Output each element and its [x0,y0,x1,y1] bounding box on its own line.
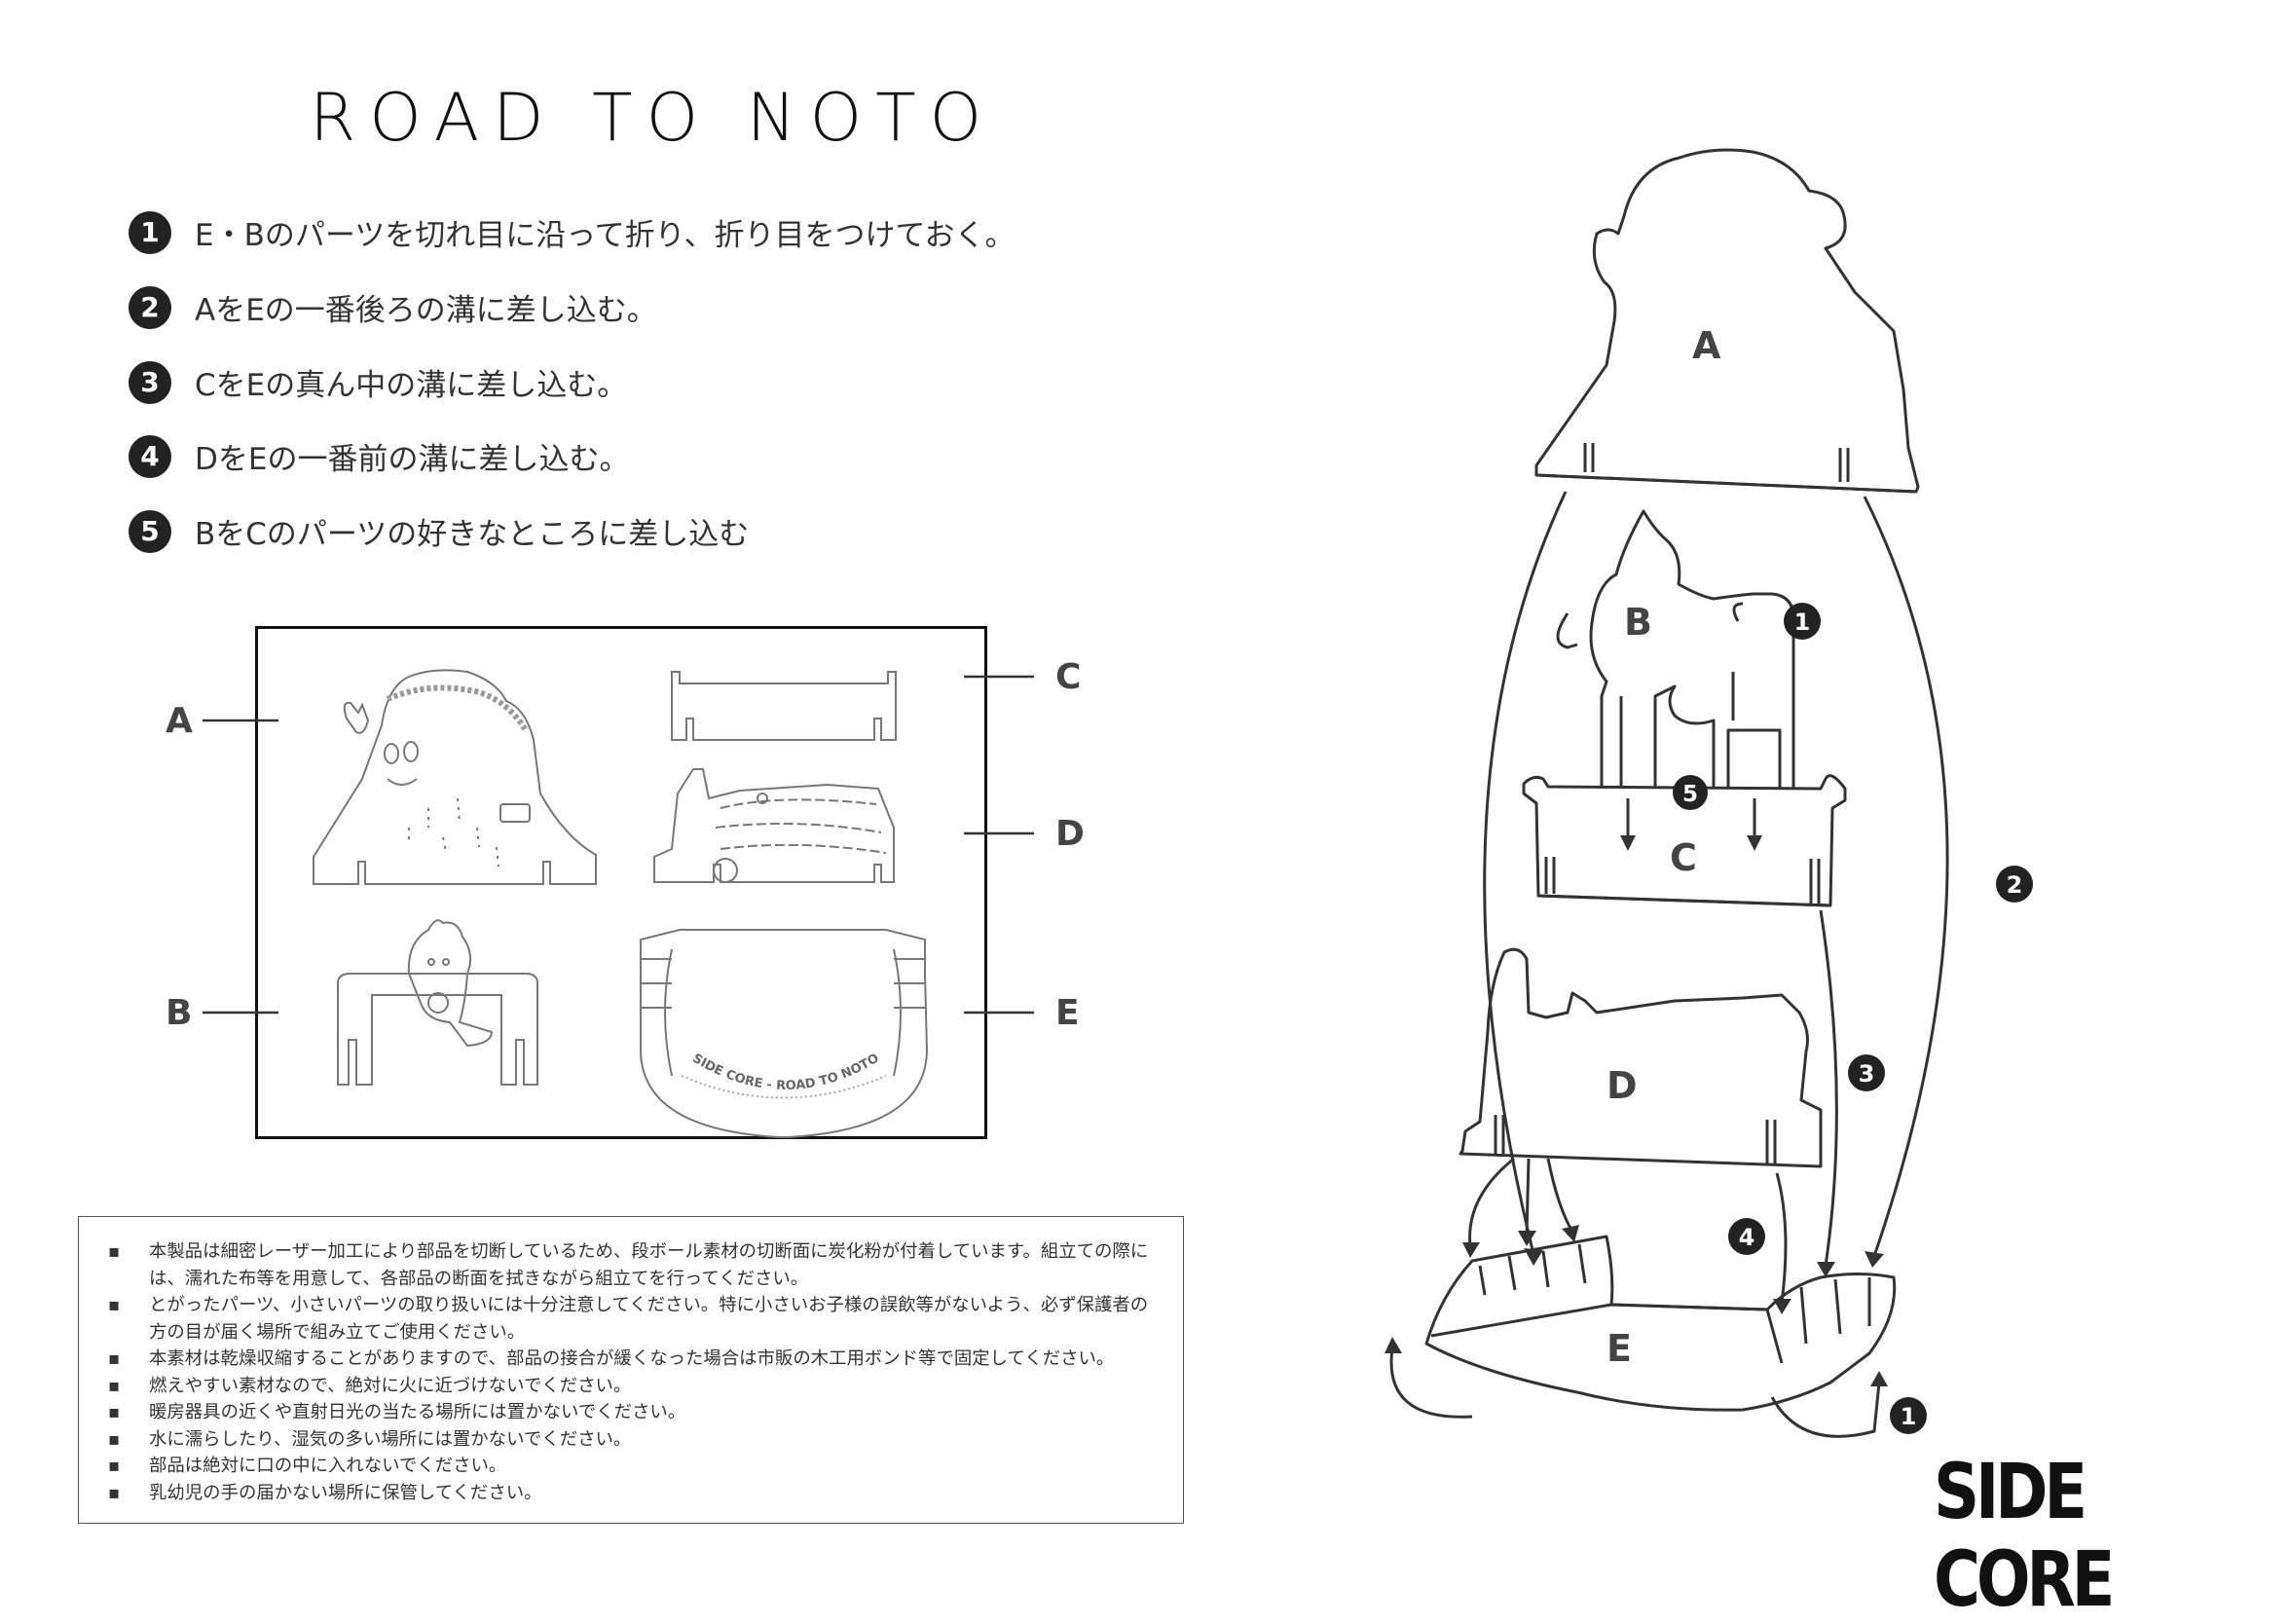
assembly-arrows [1389,491,1949,1438]
step-number-badge: 2 [129,285,171,329]
assembly-label-d: D [1607,1064,1638,1107]
notice-item: とがったパーツ、小さいパーツの取り扱いには十分注意してください。特に小さいお子様… [108,1292,1154,1346]
step-4: 4 DをEの一番前の溝に差し込む。 [129,434,629,478]
assembly-label-b: B [1624,601,1652,644]
sheet-label-a: A [166,701,193,741]
svg-text:1: 1 [1901,1403,1917,1430]
assembly-part-e [1424,1235,1897,1412]
step-marker-1-bottom: 1 [1890,1397,1927,1434]
step-marker-1-top: 1 [1784,603,1821,640]
step-1: 1 E・Bのパーツを切れ目に沿って折り、折り目をつけておく。 [129,210,1016,254]
step-marker-5: 5 [1673,775,1708,810]
part-b-character-drawing [337,919,538,1086]
svg-text:3: 3 [1859,1060,1875,1088]
svg-text:5: 5 [1682,782,1698,807]
assembly-part-c [1522,774,1847,907]
assembly-label-c: C [1670,836,1697,879]
notice-item: 本製品は細密レーザー加工により部品を切断しているため、段ボール素材の切断面に炭化… [108,1238,1154,1292]
step-number-badge: 5 [129,509,171,553]
step-text: AをEの一番後ろの溝に差し込む。 [195,293,657,328]
notice-item: 乳幼児の手の届かない場所に保管してください。 [108,1480,1154,1507]
exploded-assembly [1424,148,1920,1412]
assembly-label-a: A [1692,324,1721,367]
part-c-shelf-drawing [671,671,897,741]
step-marker-4: 4 [1728,1218,1765,1255]
svg-text:4: 4 [1739,1224,1755,1251]
step-3: 3 CをEの真ん中の溝に差し込む。 [129,360,627,404]
safety-notice-list: 本製品は細密レーザー加工により部品を切断しているため、段ボール素材の切断面に炭化… [108,1238,1154,1506]
assembly-label-e: E [1607,1327,1632,1370]
sheet-label-d: D [1055,814,1085,854]
step-5: 5 BをCのパーツの好きなところに差し込む [129,509,749,553]
page-title: ROAD TO NOTO [310,80,996,157]
side-core-logo: SIDE CORE [1934,1449,2115,1624]
notice-item: 本素材は乾燥収縮することがありますので、部品の接合が緩くなった場合は市販の木工用… [108,1346,1154,1373]
notice-item: 水に濡らしたり、湿気の多い場所には置かないでください。 [108,1426,1154,1454]
svg-text:2: 2 [2007,871,2023,899]
sheet-label-c: C [1055,657,1081,697]
sheet-label-b: B [166,993,192,1033]
step-text: BをCのパーツの好きなところに差し込む [195,517,750,552]
arrow-heads [1385,835,1888,1386]
step-marker-2: 2 [1996,866,2033,903]
sheet-label-e: E [1055,993,1080,1033]
notice-item: 暖房器具の近くや直射日光の当たる場所には置かないでください。 [108,1399,1154,1426]
part-e-base-drawing [640,929,929,1138]
svg-text:1: 1 [1794,609,1811,636]
step-2: 2 AをEの一番後ろの溝に差し込む。 [129,285,657,329]
parts-sheet-frame [255,626,987,1139]
part-d-log-drawing [653,768,895,883]
part-a-mountain-drawing [313,669,597,885]
step-marker-3: 3 [1848,1054,1885,1091]
step-number-badge: 4 [129,434,171,478]
assembly-part-d [1459,947,1823,1168]
step-text: CをEの真ん中の溝に差し込む。 [195,368,628,403]
assembly-part-b [1589,509,1795,818]
step-number-badge: 1 [129,210,171,254]
notice-item: 部品は絶対に口の中に入れないでください。 [108,1453,1154,1480]
step-number-badge: 3 [129,360,171,404]
notice-item: 燃えやすい素材なので、絶対に火に近づけないでください。 [108,1373,1154,1400]
step-text: DをEの一番前の溝に差し込む。 [195,442,630,477]
step-text: E・Bのパーツを切れ目に沿って折り、折り目をつけておく。 [195,218,1016,253]
safety-notice-box: 本製品は細密レーザー加工により部品を切断しているため、段ボール素材の切断面に炭化… [78,1216,1184,1524]
assembly-part-a [1534,148,1920,494]
